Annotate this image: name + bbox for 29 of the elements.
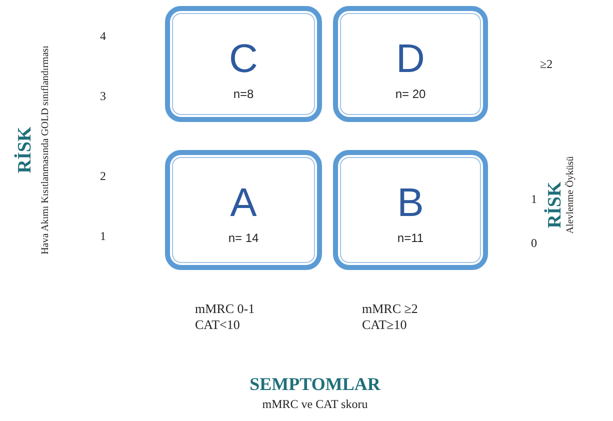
scale-number: 3 <box>100 90 106 102</box>
scale-number: 1 <box>531 193 537 205</box>
axis-category-label: mMRC 0-1 <box>195 302 255 315</box>
axis-category-label: CAT<10 <box>195 318 240 331</box>
axis-category-label: CAT≥10 <box>362 318 407 331</box>
axis-subtitle: Hava Akımı Kısıtlanmasında GOLD sınıflandırması <box>41 46 51 254</box>
scale-number: 2 <box>100 170 106 182</box>
group-letter: A <box>229 183 258 223</box>
group-letter: B <box>396 183 425 223</box>
axis-category-label: mMRC ≥2 <box>362 302 418 315</box>
scale-number: 0 <box>531 237 537 249</box>
group-letter: D <box>395 39 426 79</box>
scale-number: 4 <box>100 30 106 42</box>
axis-subtitle: mMRC ve CAT skoru <box>262 398 368 410</box>
group-letter: C <box>228 39 259 79</box>
axis-title: RİSK <box>546 182 564 228</box>
quadrant-box <box>333 6 488 122</box>
patient-count: n=11 <box>396 231 425 245</box>
patient-count: n= 14 <box>227 231 260 245</box>
patient-count: n= 20 <box>394 87 427 101</box>
scale-number: ≥2 <box>540 58 553 70</box>
patient-count: n=8 <box>232 87 255 101</box>
quadrant-box <box>333 150 488 270</box>
axis-title: RİSK <box>16 126 34 174</box>
quadrant-box <box>165 150 322 270</box>
quadrant-box <box>165 6 322 122</box>
axis-subtitle: Alevlenme Öyküsü <box>566 156 576 234</box>
axis-title: SEMPTOMLAR <box>250 375 380 393</box>
scale-number: 1 <box>100 230 106 242</box>
